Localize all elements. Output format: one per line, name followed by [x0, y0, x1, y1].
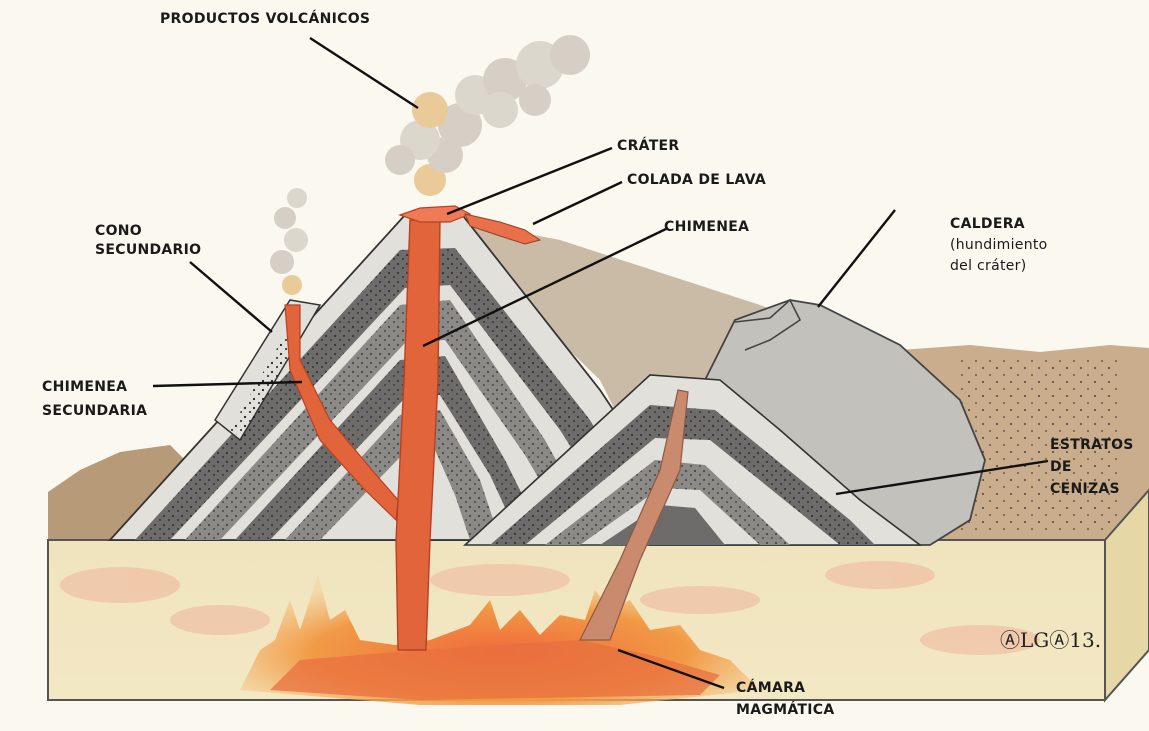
label-cono-secundario-line2: SECUNDARIO: [95, 241, 201, 260]
label-camara-line1: CÁMARA: [736, 677, 835, 699]
artist-signature: ⒶLGⒶ13.: [1000, 624, 1101, 653]
label-camara-magmatica: CÁMARA MAGMÁTICA: [736, 677, 835, 721]
label-estratos-line3: CENIZAS: [1050, 478, 1134, 500]
label-cono-secundario: CONO SECUNDARIO: [95, 222, 201, 260]
label-chimenea-secundaria: CHIMENEA SECUNDARIA: [42, 375, 147, 423]
label-crater: CRÁTER: [617, 137, 680, 156]
label-estratos-line1: ESTRATOS: [1050, 434, 1134, 456]
label-estratos-de-cenizas: ESTRATOS DE CENIZAS: [1050, 434, 1134, 500]
label-caldera: CALDERA (hundimiento del cráter): [950, 214, 1048, 277]
label-estratos-line2: DE: [1050, 456, 1134, 478]
label-caldera-line3: del cráter): [950, 256, 1048, 277]
label-chimenea-secundaria-line1: CHIMENEA: [42, 375, 147, 399]
label-colada-de-lava: COLADA DE LAVA: [627, 171, 766, 190]
label-productos-volcanicos: PRODUCTOS VOLCÁNICOS: [160, 10, 370, 29]
label-caldera-line1: CALDERA: [950, 214, 1048, 235]
label-caldera-line2: (hundimiento: [950, 235, 1048, 256]
label-chimenea: CHIMENEA: [664, 218, 749, 237]
label-camara-line2: MAGMÁTICA: [736, 699, 835, 721]
label-cono-secundario-line1: CONO: [95, 222, 201, 241]
label-chimenea-secundaria-line2: SECUNDARIA: [42, 399, 147, 423]
